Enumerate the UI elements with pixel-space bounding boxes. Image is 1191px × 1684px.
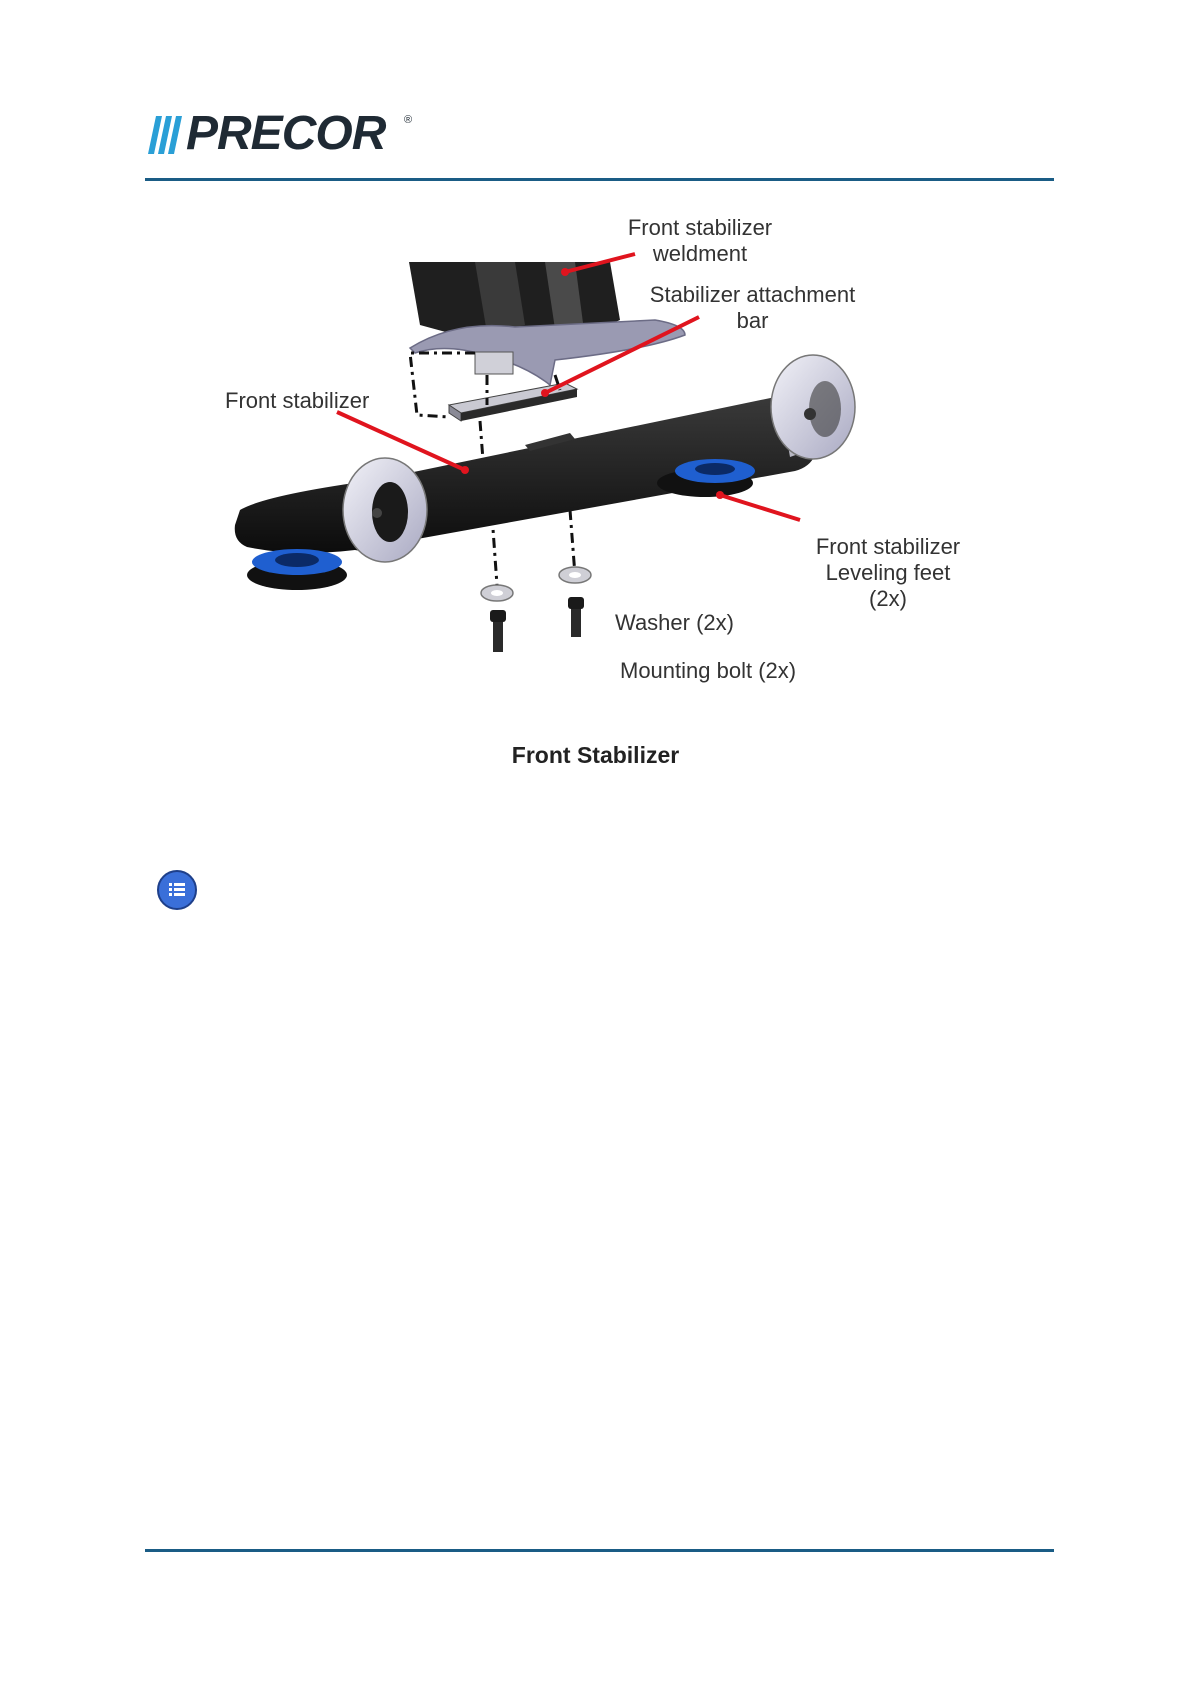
table-of-contents-button[interactable]: [157, 870, 197, 910]
logo-registered-mark: ®: [404, 114, 412, 126]
label-washer: Washer (2x): [615, 610, 734, 636]
list-icon: [159, 872, 195, 908]
mounting-bolt-part: [490, 597, 584, 652]
label-weldment: Front stabilizer weldment: [605, 215, 795, 267]
footer-rule: [145, 1549, 1054, 1552]
label-attachment-line1: Stabilizer attachment: [630, 282, 875, 308]
label-feet-line1: Front stabilizer: [793, 534, 983, 560]
leveling-foot-left: [247, 549, 347, 590]
label-attachment-bar: Stabilizer attachment bar: [630, 282, 875, 334]
logo-wordmark: PRECOR: [186, 106, 385, 161]
label-front-stabilizer: Front stabilizer: [225, 388, 369, 414]
label-leveling-feet: Front stabilizer Leveling feet (2x): [793, 534, 983, 612]
front-right-wheel: [771, 355, 855, 459]
label-mounting-bolt: Mounting bolt (2x): [620, 658, 796, 684]
front-left-wheel: [343, 458, 427, 562]
figure-caption: Front Stabilizer: [0, 742, 1191, 769]
label-attachment-line2: bar: [630, 308, 875, 334]
label-weldment-line1: Front stabilizer: [605, 215, 795, 241]
header-rule: [145, 178, 1054, 181]
front-stabilizer-figure: Front stabilizer weldment Stabilizer att…: [225, 225, 1045, 715]
label-feet-line2: Leveling feet: [793, 560, 983, 586]
label-weldment-line2: weldment: [605, 241, 795, 267]
logo-stripes-icon: [148, 116, 188, 156]
precor-logo: PRECOR ®: [148, 112, 418, 160]
label-feet-line3: (2x): [793, 586, 983, 612]
